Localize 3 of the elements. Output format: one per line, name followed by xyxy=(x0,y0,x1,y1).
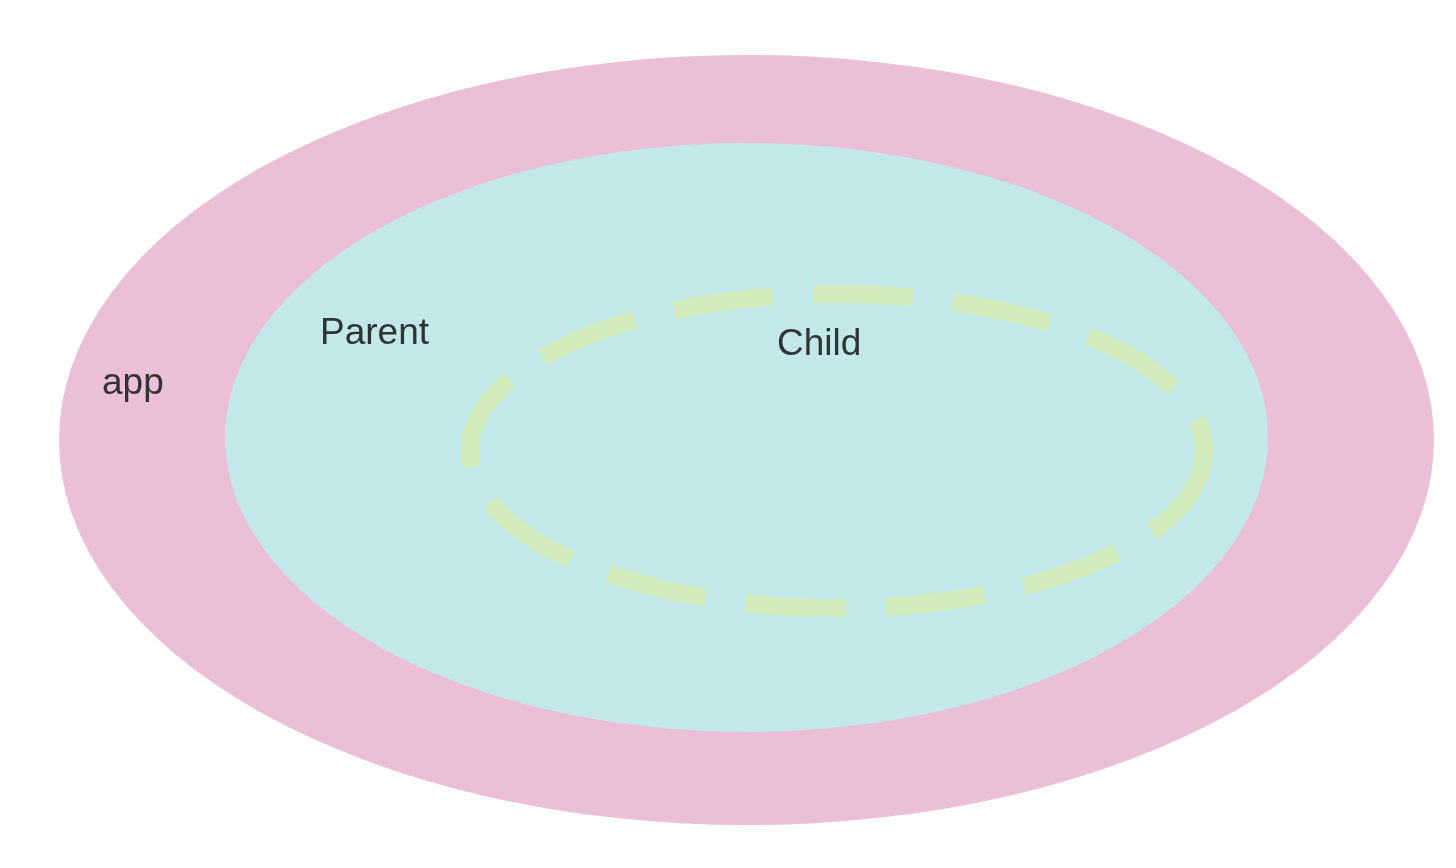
region-label: Parent xyxy=(320,313,429,350)
region-label: app xyxy=(102,363,164,400)
region-label: Child xyxy=(777,324,862,361)
